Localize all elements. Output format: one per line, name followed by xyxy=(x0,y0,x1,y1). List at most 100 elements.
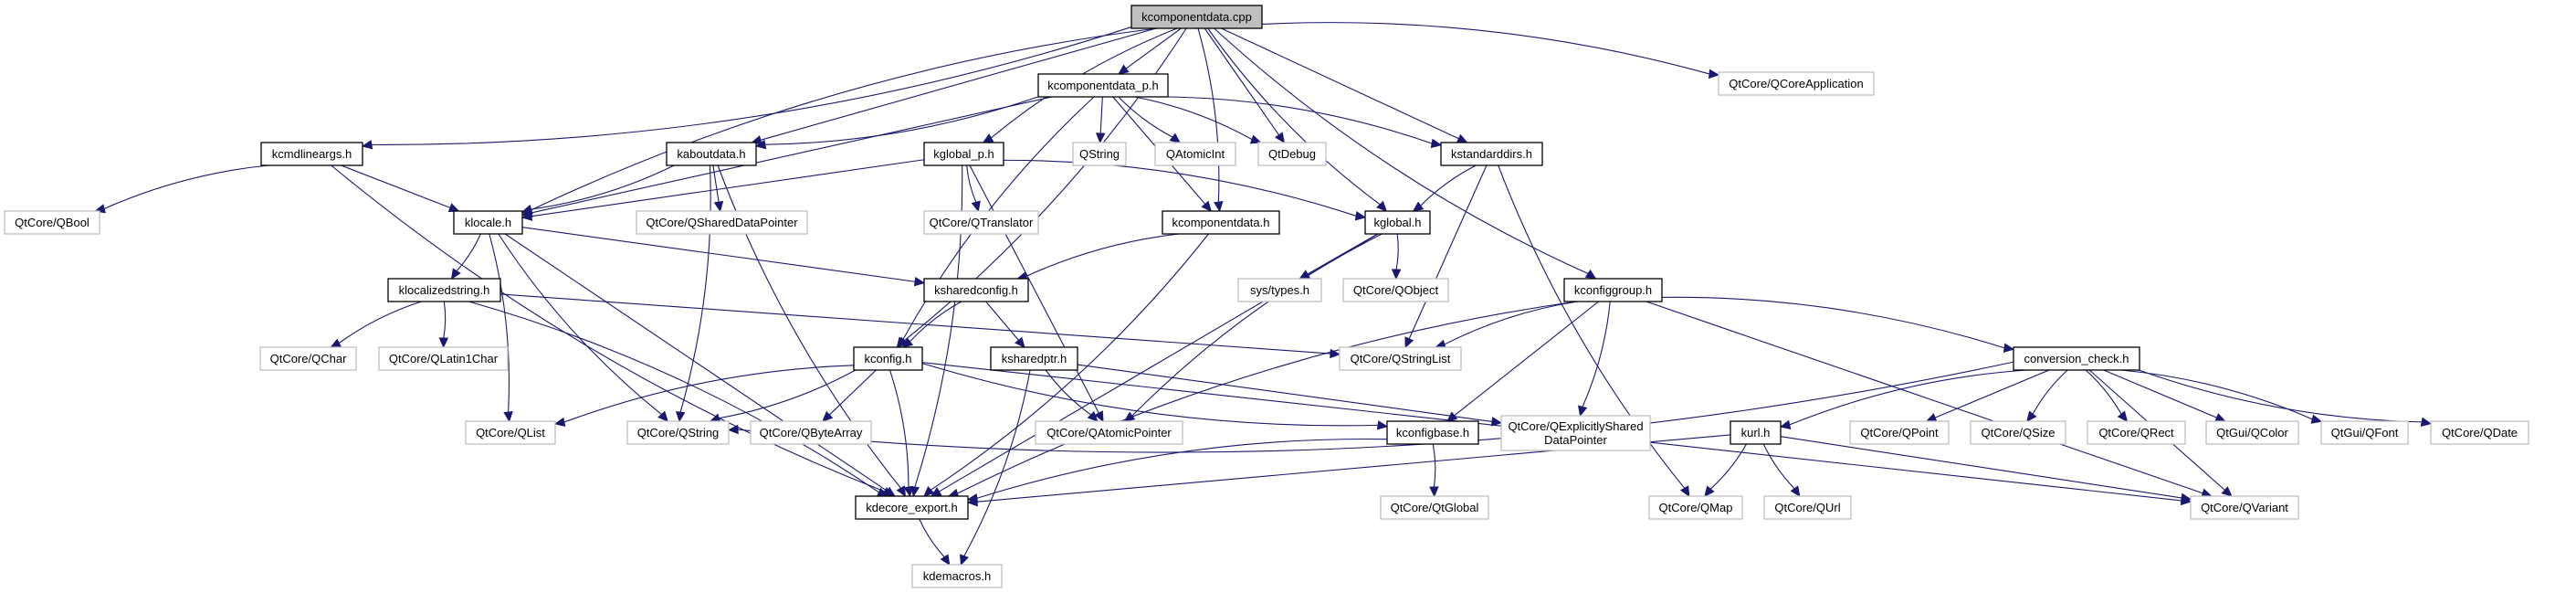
node-kcmdlineargs-h[interactable]: kcmdlineargs.h xyxy=(260,142,363,166)
node-box[interactable] xyxy=(1440,142,1543,166)
arrowhead-icon xyxy=(727,424,739,435)
arrowhead-icon xyxy=(966,496,978,507)
node-qtgui-qfont: QtGui/QFont xyxy=(2320,420,2409,445)
edge-line xyxy=(2085,369,2122,415)
node-qtcore-qobject: QtCore/QObject xyxy=(1342,278,1449,302)
edge-line xyxy=(888,369,909,488)
node-box xyxy=(1342,278,1449,302)
node-conversion-check-h[interactable]: conversion_check.h xyxy=(2013,346,2140,371)
arrowhead-icon xyxy=(1249,134,1262,144)
node-kurl-h[interactable]: kurl.h xyxy=(1730,420,1782,445)
node-kconfig-h[interactable]: kconfig.h xyxy=(853,346,923,371)
edge-line xyxy=(1197,27,1220,203)
node-ksharedconfig-h[interactable]: ksharedconfig.h xyxy=(923,278,1029,302)
arrowhead-icon xyxy=(438,337,449,349)
node-kglobal-p-h[interactable]: kglobal_p.h xyxy=(923,142,1004,166)
node-klocale-h[interactable]: klocale.h xyxy=(453,210,523,235)
node-box[interactable] xyxy=(1386,420,1479,445)
node-label: QtCore/QByteArray xyxy=(760,426,863,439)
node-box[interactable] xyxy=(2013,346,2140,371)
node-box[interactable] xyxy=(387,278,501,302)
arrowhead-icon xyxy=(1790,485,1801,498)
arrowhead-icon xyxy=(450,268,461,281)
node-qtcore-qtglobal: QtCore/QtGlobal xyxy=(1380,495,1489,520)
node-kaboutdata-h[interactable]: kaboutdata.h xyxy=(666,142,757,166)
edge-line xyxy=(2138,369,2423,423)
edge-conversion_check_h-to-QtCore_QRect xyxy=(2085,369,2129,422)
node-label: QtCore/QLatin1Char xyxy=(389,352,499,365)
node-box[interactable] xyxy=(260,142,363,166)
arrowhead-icon xyxy=(1274,132,1285,143)
node-box[interactable] xyxy=(1364,210,1431,235)
node-kconfigbase-h[interactable]: kconfigbase.h xyxy=(1386,420,1479,445)
node-box[interactable] xyxy=(1130,5,1263,29)
node-box[interactable] xyxy=(1563,278,1663,302)
node-box[interactable] xyxy=(855,495,969,520)
edge-kglobal_h-to-QtCore_QObject xyxy=(1391,233,1402,281)
node-box[interactable] xyxy=(666,142,757,166)
node-box xyxy=(911,564,1003,588)
arrowhead-icon xyxy=(1214,200,1224,213)
edge-kcomponentdata_h-to-ksharedconfig_h xyxy=(1016,233,1180,281)
node-qtcore-qatomicpointer: QtCore/QAtomicPointer xyxy=(1035,420,1183,445)
edge-klocale_h-to-QtCore_QString xyxy=(498,233,669,422)
node-kcomponentdata-h[interactable]: kcomponentdata.h xyxy=(1162,210,1280,235)
edge-kcomponentdata_p_h-to-QtDebug xyxy=(1134,96,1262,144)
edge-kaboutdata_h-to-klocale_h xyxy=(520,164,675,214)
edge-kglobal_p_h-to-klocale_h xyxy=(520,159,925,221)
node-kcomponentdata-p-h[interactable]: kcomponentdata_p.h xyxy=(1037,73,1169,98)
node-box xyxy=(1763,495,1852,520)
edge-kconfigbase_h-to-QtCore_QtGlobal xyxy=(1429,443,1439,498)
node-box[interactable] xyxy=(1037,73,1169,98)
edge-kcomponentdata_cpp-to-klocale_h xyxy=(520,27,1158,215)
node-qtcore-qurl: QtCore/QUrl xyxy=(1763,495,1852,520)
node-label: QtCore/QTranslator xyxy=(930,216,1034,229)
edge-line xyxy=(468,301,879,493)
arrowhead-icon xyxy=(896,485,907,498)
node-box[interactable] xyxy=(1162,210,1280,235)
edge-kstandarddirs_h-to-kglobal_h xyxy=(1412,164,1477,212)
arrowhead-icon xyxy=(1578,405,1588,418)
edge-kconfiggroup_h-to-QtCore_QExplicitlySharedDataPointer xyxy=(1578,301,1611,418)
arrowhead-icon xyxy=(1095,132,1106,144)
edge-line xyxy=(489,233,510,413)
edge-kcomponentdata_cpp-to-kcomponentdata_p_h xyxy=(1118,27,1182,75)
node-label: QtCore/QVariant xyxy=(2201,501,2288,514)
node-box[interactable] xyxy=(923,278,1029,302)
edge-line xyxy=(1221,27,1459,140)
arrowhead-icon xyxy=(1118,64,1130,75)
node-qtcore-qrect: QtCore/QRect xyxy=(2087,420,2186,445)
node-kcomponentdata-cpp[interactable]: kcomponentdata.cpp xyxy=(1130,5,1263,29)
edge-kurl_h-to-QtCore_QMap xyxy=(1704,443,1747,497)
node-label: ksharedconfig.h xyxy=(934,283,1018,297)
node-box[interactable] xyxy=(1730,420,1782,445)
node-box xyxy=(2087,420,2186,445)
node-klocalizedstring-h[interactable]: klocalizedstring.h xyxy=(387,278,501,302)
node-label: QString xyxy=(1079,147,1120,161)
edge-line xyxy=(963,369,1031,556)
node-box[interactable] xyxy=(453,210,523,235)
edge-line xyxy=(1420,164,1477,206)
node-kconfiggroup-h[interactable]: kconfiggroup.h xyxy=(1563,278,1663,302)
node-box[interactable] xyxy=(923,142,1004,166)
edge-kcomponentdata_cpp-to-kcmdlineargs_h xyxy=(361,26,1132,150)
arrowhead-icon xyxy=(2026,410,2037,422)
node-qtcore-qstringlist: QtCore/QStringList xyxy=(1339,346,1462,371)
edge-line xyxy=(919,518,945,558)
arrowhead-icon xyxy=(896,336,907,348)
node-kdecore-export-h[interactable]: kdecore_export.h xyxy=(855,495,969,520)
edge-line xyxy=(341,164,451,208)
node-box[interactable] xyxy=(853,346,923,371)
edge-line xyxy=(1408,164,1488,340)
node-kstandarddirs-h[interactable]: kstandarddirs.h xyxy=(1440,142,1543,166)
edge-ksharedconfig_h-to-ksharedptr_h xyxy=(985,301,1025,348)
node-ksharedptr-h[interactable]: ksharedptr.h xyxy=(990,346,1078,371)
edge-conversion_check_h-to-QtCore_QString xyxy=(727,361,2014,453)
node-box[interactable] xyxy=(990,346,1078,371)
edge-line xyxy=(966,164,977,203)
node-label: kdecore_export.h xyxy=(866,501,957,514)
edge-line xyxy=(1789,369,2027,426)
node-kglobal-h[interactable]: kglobal.h xyxy=(1364,210,1431,235)
node-box xyxy=(1035,420,1183,445)
edge-line xyxy=(969,164,1099,414)
